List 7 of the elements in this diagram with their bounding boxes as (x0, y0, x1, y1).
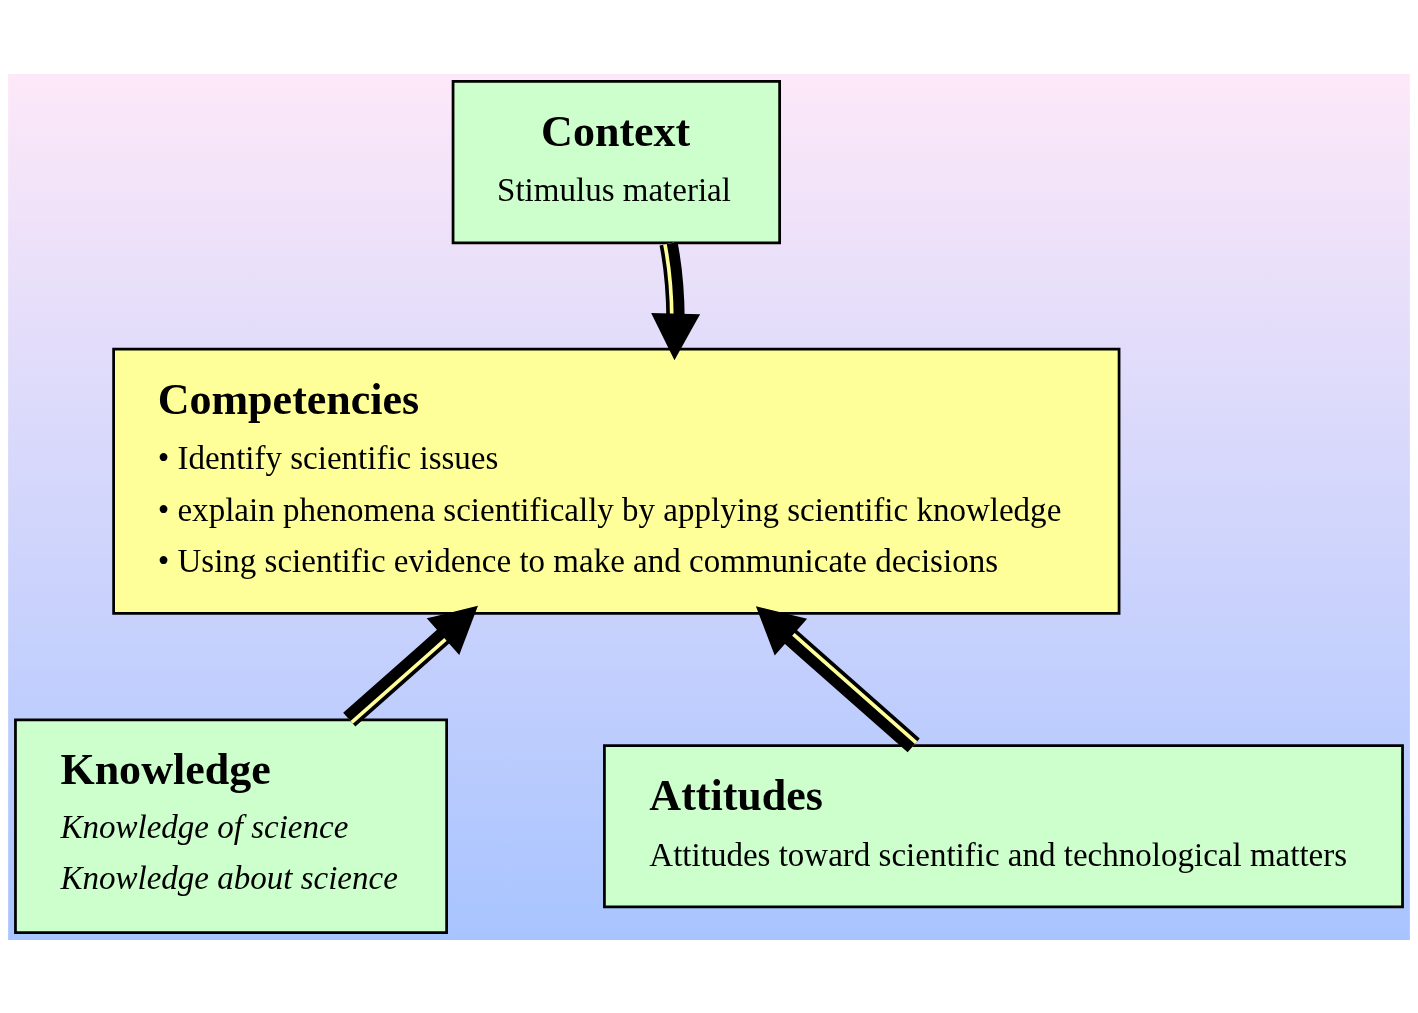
arrow (755, 605, 920, 752)
node-box: Competencies • Identify scientific issues • explain phenomena scientifically by applying scientific knowledge • Using scientific evidence to make and communicate decisions (112, 347, 1121, 615)
arrow (343, 605, 478, 727)
arrow (651, 241, 701, 360)
node-box: Context Stimulus material (451, 79, 781, 244)
node-box: Attitudes Attitudes toward scientific and technological matters (603, 743, 1404, 908)
node-box: Knowledge Knowledge of science Knowledge about science (14, 717, 448, 934)
